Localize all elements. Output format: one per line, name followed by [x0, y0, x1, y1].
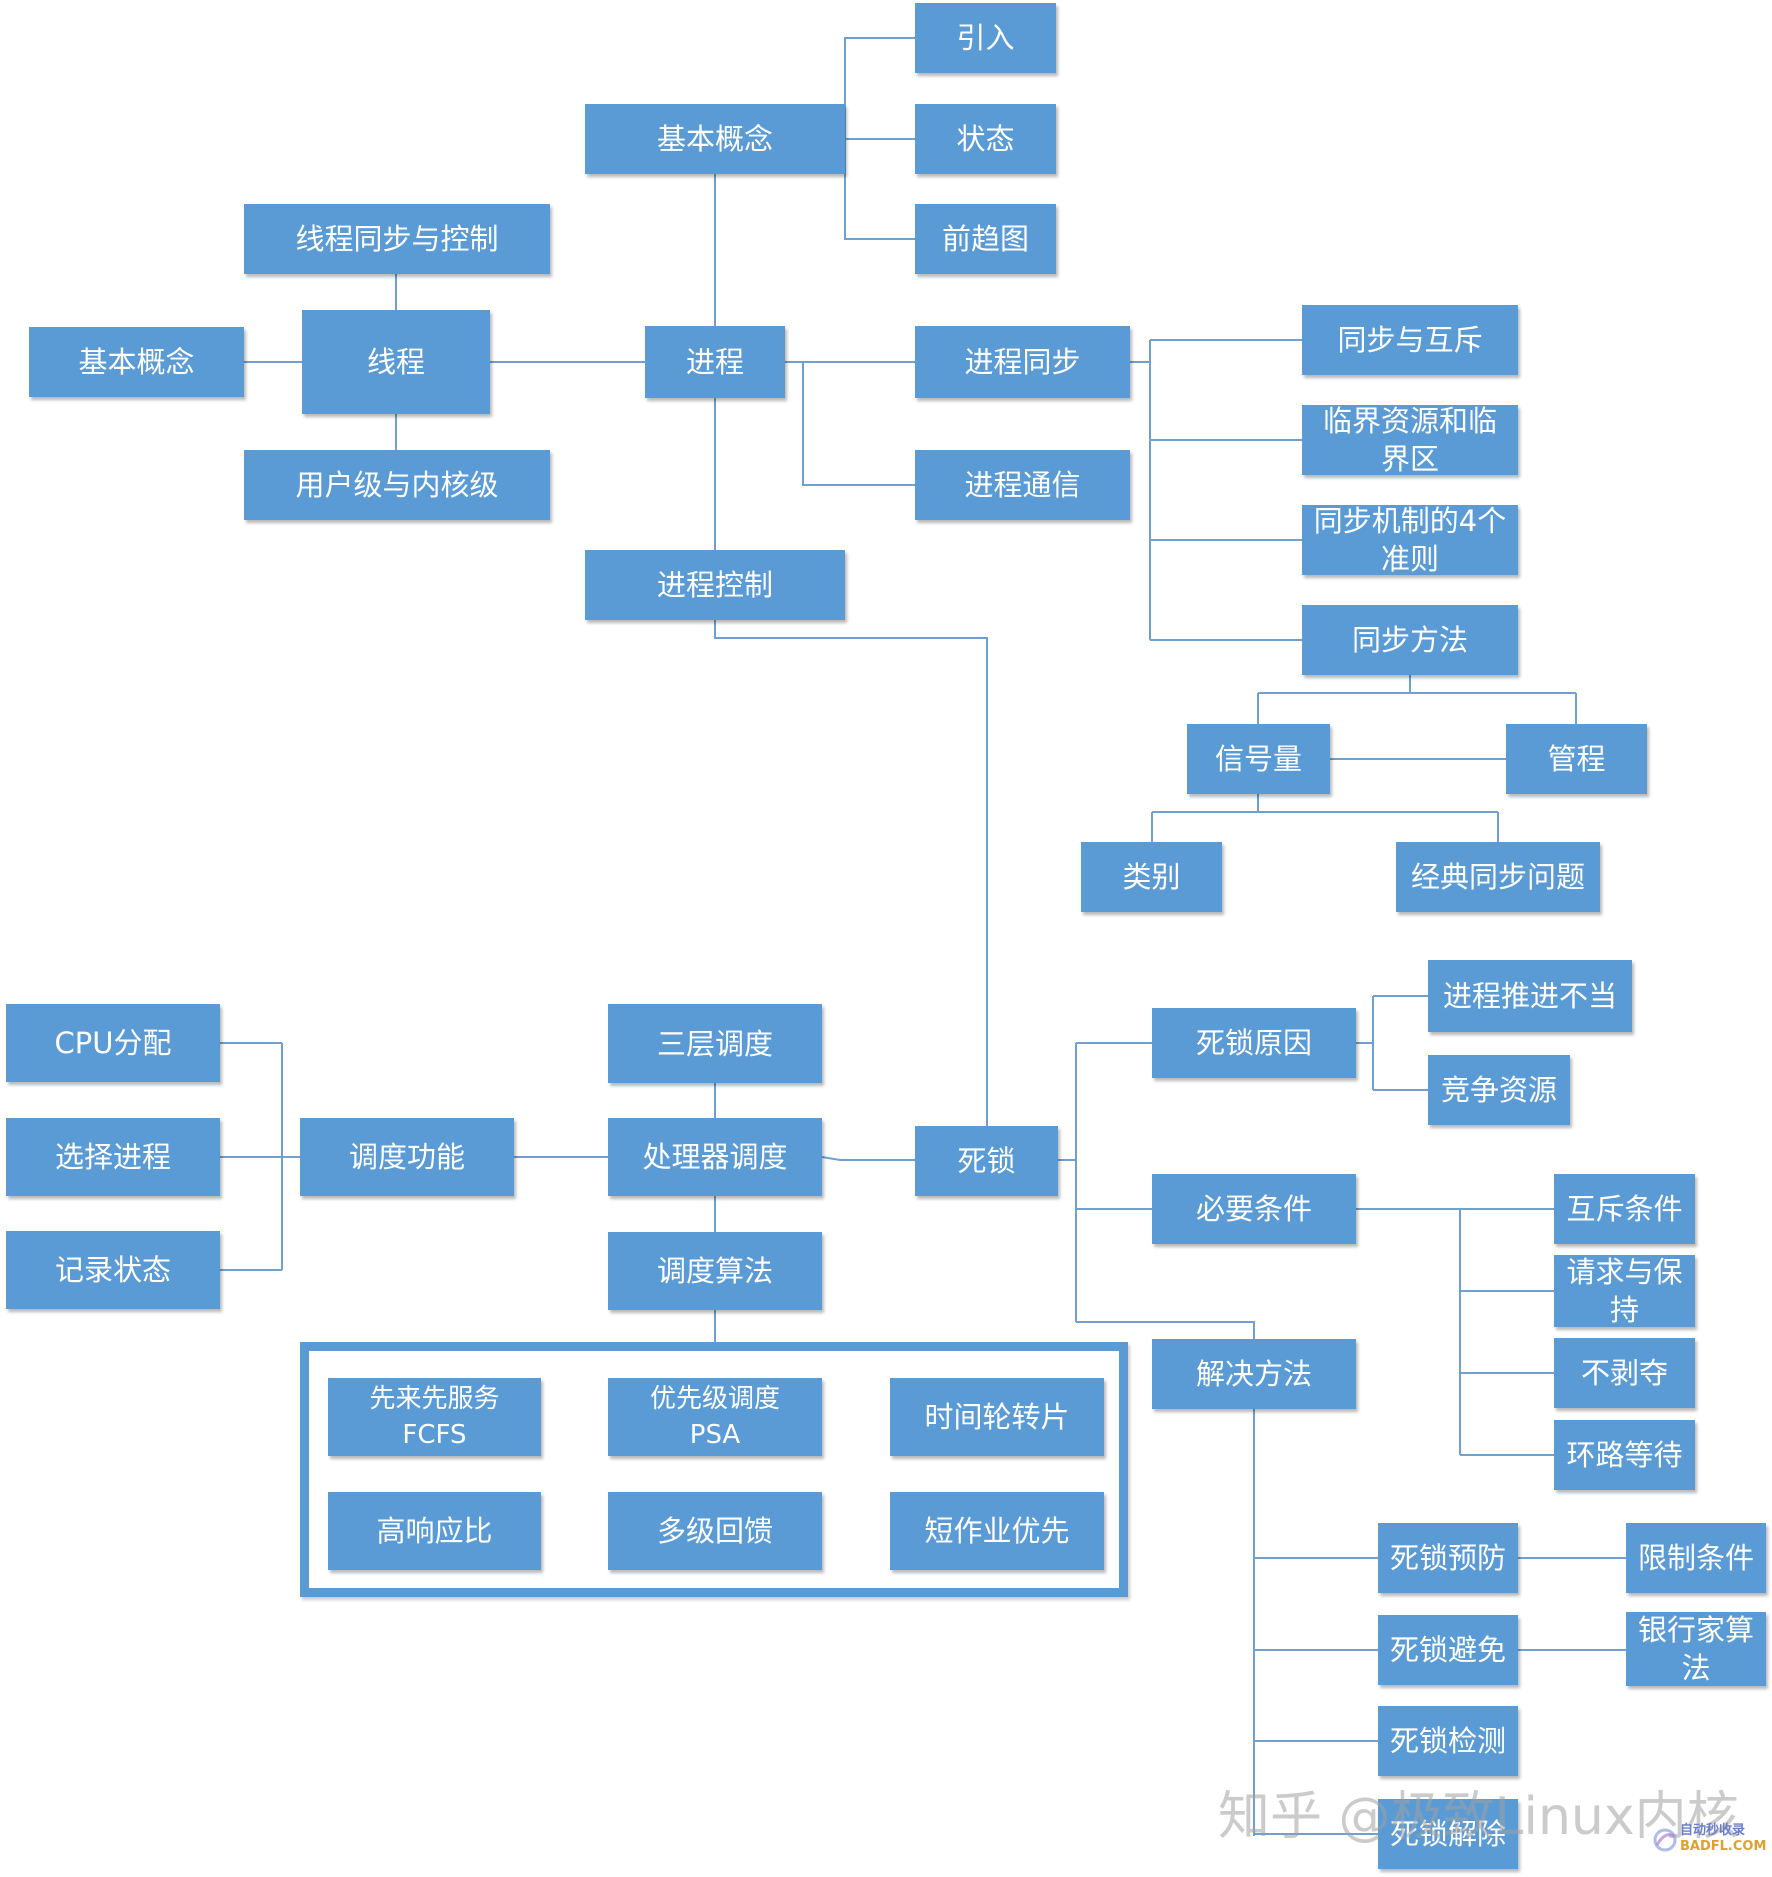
node-deadlock-prevention: 死锁预防: [1378, 1523, 1518, 1593]
node-necessary-conditions: 必要条件: [1152, 1174, 1356, 1244]
node-process-sync: 进程同步: [915, 326, 1130, 398]
watermark-logo-line1: 自动秒收录: [1680, 1823, 1746, 1838]
node-sync-mutex: 同步与互斥: [1302, 305, 1518, 375]
node-thread-basic-concept: 基本概念: [29, 327, 244, 397]
node-scheduling-function: 调度功能: [300, 1118, 514, 1196]
node-hold-and-wait: 请求与保 持: [1554, 1255, 1695, 1327]
watermark-logo-line2: BADFL.COM: [1680, 1839, 1767, 1854]
node-process: 进程: [645, 326, 785, 398]
swirl-logo-icon: [1653, 1828, 1677, 1852]
node-user-kernel-level: 用户级与内核级: [244, 450, 550, 520]
node-deadlock-cause: 死锁原因: [1152, 1008, 1356, 1078]
node-hrrn: 高响应比: [328, 1492, 541, 1570]
watermark-text: 知乎 @极致Linux内核: [1218, 1787, 1739, 1847]
node-classic-sync-problems: 经典同步问题: [1396, 842, 1600, 912]
node-resource-competition: 竞争资源: [1428, 1055, 1570, 1125]
node-solutions: 解决方法: [1152, 1339, 1356, 1409]
node-cpu-allocation: CPU分配: [6, 1004, 220, 1082]
node-sync-methods: 同步方法: [1302, 605, 1518, 675]
node-select-process: 选择进程: [6, 1118, 220, 1196]
node-improper-advance: 进程推进不当: [1428, 960, 1632, 1032]
node-deadlock-avoidance: 死锁避免: [1378, 1615, 1518, 1685]
node-thread-sync-control: 线程同步与控制: [244, 204, 550, 274]
node-thread: 线程: [302, 310, 490, 414]
node-processor-scheduling: 处理器调度: [608, 1118, 822, 1196]
node-deadlock: 死锁: [915, 1126, 1058, 1196]
node-monitor: 管程: [1506, 724, 1647, 794]
node-scheduling-algorithm: 调度算法: [608, 1232, 822, 1310]
node-sjf: 短作业优先: [890, 1492, 1104, 1570]
scheduling-algorithms-frame: [300, 1342, 1128, 1597]
node-fcfs: 先来先服务 FCFS: [328, 1378, 541, 1456]
node-state: 状态: [915, 104, 1056, 174]
node-multilevel-feedback: 多级回馈: [608, 1492, 822, 1570]
node-process-communication: 进程通信: [915, 450, 1130, 520]
node-process-control: 进程控制: [585, 550, 845, 620]
node-mutual-exclusion: 互斥条件: [1554, 1174, 1695, 1244]
node-three-level-scheduling: 三层调度: [608, 1004, 822, 1083]
node-intro: 引入: [915, 3, 1056, 73]
node-round-robin: 时间轮转片: [890, 1378, 1104, 1456]
node-critical-resource: 临界资源和临 界区: [1302, 404, 1518, 476]
node-circular-wait: 环路等待: [1554, 1420, 1695, 1490]
node-restrict-conditions: 限制条件: [1626, 1523, 1766, 1593]
node-psa: 优先级调度 PSA: [608, 1378, 822, 1456]
node-precedence-graph: 前趋图: [915, 204, 1056, 274]
node-banker-algorithm: 银行家算 法: [1626, 1612, 1766, 1686]
node-sync-4-rules: 同步机制的4个 准则: [1302, 504, 1518, 576]
node-process-basic-concept: 基本概念: [585, 104, 845, 174]
watermark-logo: 自动秒收录 BADFL.COM: [1652, 1822, 1766, 1856]
node-deadlock-detection: 死锁检测: [1378, 1706, 1518, 1776]
node-category: 类别: [1081, 842, 1222, 912]
node-semaphore: 信号量: [1187, 724, 1330, 794]
node-record-state: 记录状态: [6, 1231, 220, 1309]
node-deadlock-recovery: 死锁解除: [1378, 1799, 1518, 1869]
node-no-preemption: 不剥夺: [1554, 1338, 1695, 1408]
